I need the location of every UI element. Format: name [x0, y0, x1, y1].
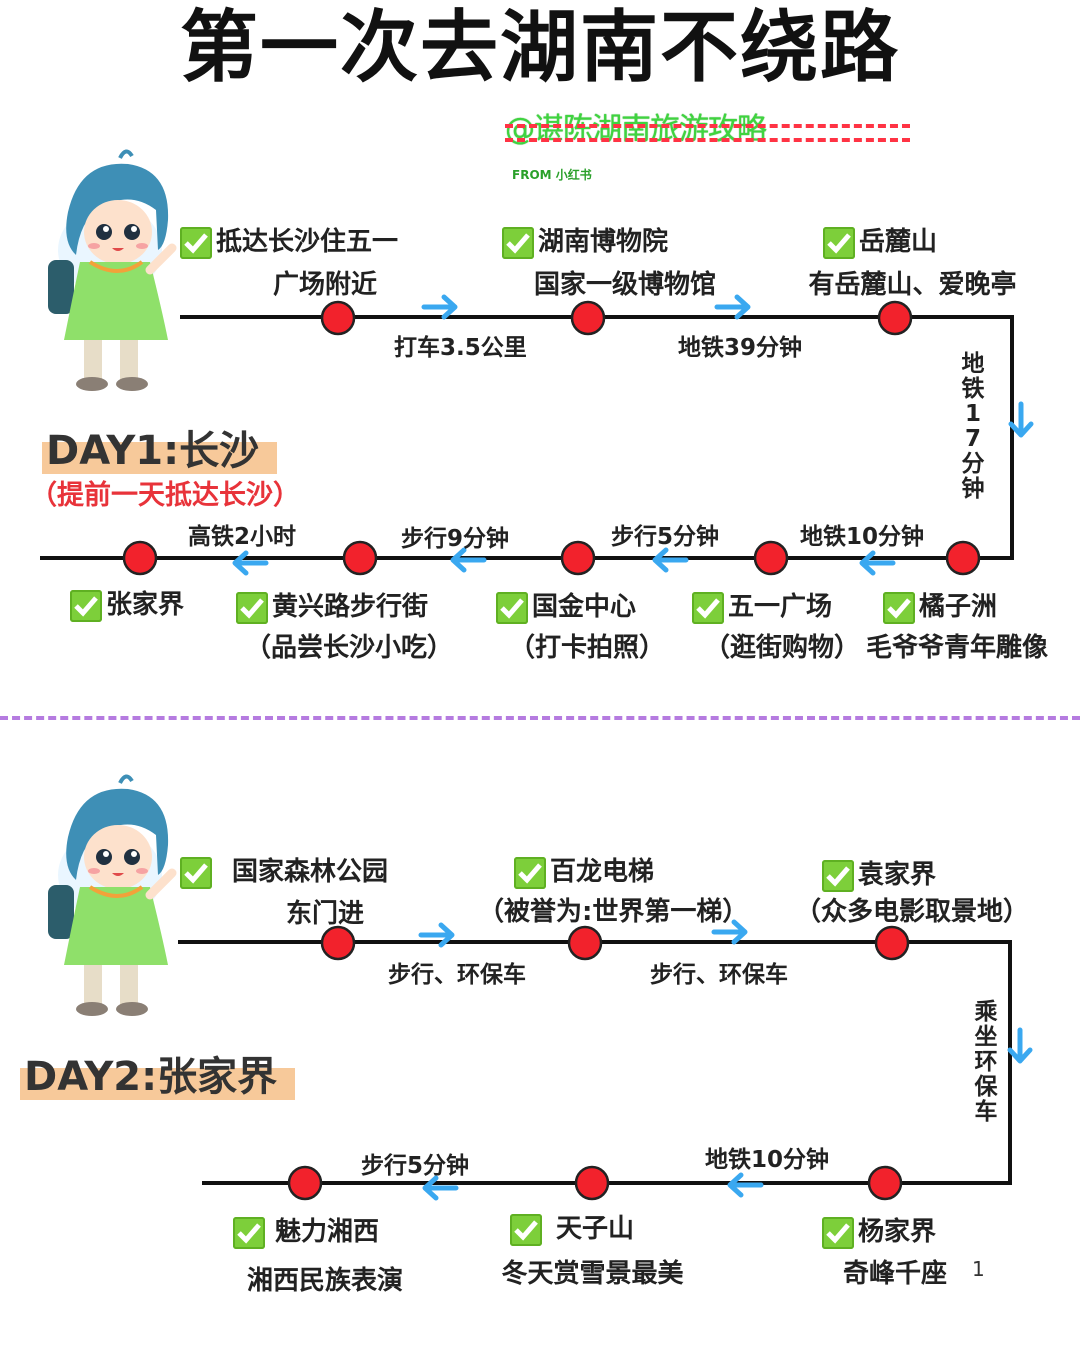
stop-day2-1: 国家森林公园: [180, 855, 388, 889]
node-day2-1: [320, 925, 356, 961]
checkbox-icon: [514, 856, 546, 889]
node-day2-4: [867, 1165, 903, 1201]
handle-strike: [505, 124, 910, 128]
checkbox-icon: [822, 1216, 854, 1249]
stop-day1-6: 国金中心: [496, 590, 636, 624]
edge-day2-2: 步行、环保车: [650, 962, 788, 988]
edge-day1-4: 地铁10分钟: [800, 524, 925, 550]
stop-day1-2: 湖南博物院: [502, 225, 668, 259]
section-divider: [0, 716, 1080, 720]
edge-day2-4: 地铁10分钟: [705, 1147, 830, 1173]
stop-day2-6-sub: 湘西民族表演: [246, 1266, 403, 1296]
girl-illustration: [48, 149, 177, 391]
arrow-left-icon: [453, 550, 484, 570]
checkbox-icon: [823, 226, 855, 259]
edge-day2-1: 步行、环保车: [388, 962, 526, 988]
arrow-left-icon: [730, 1175, 761, 1195]
node-day2-2: [567, 925, 603, 961]
node-day1-8: [122, 540, 158, 576]
node-day1-1: [320, 300, 356, 336]
checkbox-icon: [822, 859, 854, 892]
day1-note: （提前一天抵达长沙）: [30, 480, 300, 511]
checkbox-icon: [510, 1213, 542, 1246]
stop-day2-3-sub: （众多电影取景地）: [795, 897, 1030, 927]
stop-day1-3: 岳麓山: [823, 225, 937, 259]
day2-route-line: [178, 940, 1012, 1185]
stop-day1-4: 橘子洲: [883, 590, 997, 624]
day1-nodes: [122, 300, 981, 576]
stop-day1-6-sub: （打卡拍照）: [509, 633, 666, 663]
arrow-left-icon: [655, 550, 686, 570]
checkbox-icon: [180, 856, 212, 889]
edge-day2-5: 步行5分钟: [361, 1153, 470, 1179]
stop-day1-7-sub: （品尝长沙小吃）: [245, 633, 454, 663]
edge-day1-7: 高铁2小时: [188, 524, 297, 550]
node-day2-5: [574, 1165, 610, 1201]
checkbox-icon: [883, 591, 915, 624]
stop-day2-6: 魅力湘西: [233, 1215, 379, 1249]
stop-day2-5: 天子山: [510, 1212, 634, 1246]
arrow-down-icon: [1010, 1030, 1030, 1061]
node-day1-4: [945, 540, 981, 576]
day2-label: DAY2:张家界: [20, 1044, 296, 1102]
node-day1-3: [877, 300, 913, 336]
stop-day1-8: 张家界: [70, 588, 184, 622]
edge-day1-3: 地铁17分钟: [961, 351, 985, 502]
day1-label: DAY1:长沙: [42, 418, 278, 476]
page-title: 第一次去湖南不绕路: [179, 3, 900, 93]
stop-day2-1-sub: 东门进: [285, 899, 364, 929]
edge-day1-2: 地铁39分钟: [678, 335, 803, 361]
page-number: 1: [972, 1257, 985, 1281]
checkbox-icon: [70, 589, 102, 622]
stop-day2-4-sub: 奇峰千座: [842, 1259, 947, 1289]
node-day1-7: [342, 540, 378, 576]
edge-day1-5: 步行5分钟: [611, 524, 720, 550]
checkbox-icon: [692, 591, 724, 624]
source-tag: FROM 小红书: [512, 168, 592, 182]
stop-day1-1: 抵达长沙住五一: [180, 225, 398, 259]
node-day2-3: [874, 925, 910, 961]
stop-day1-5-sub: （逛街购物）: [704, 633, 861, 663]
girl-illustration: [48, 774, 177, 1016]
node-day1-6: [560, 540, 596, 576]
checkbox-icon: [236, 591, 268, 624]
stop-day1-4-sub: 毛爷爷青年雕像: [866, 633, 1049, 663]
stop-day2-2: 百龙电梯: [514, 855, 654, 889]
stop-day2-4: 杨家界: [822, 1215, 936, 1249]
checkbox-icon: [233, 1216, 265, 1249]
edge-day2-3: 乘坐环保车: [974, 999, 998, 1125]
checkbox-icon: [180, 226, 212, 259]
edge-day1-1: 打车3.5公里: [394, 335, 527, 361]
node-day1-5: [753, 540, 789, 576]
stop-day1-5: 五一广场: [692, 590, 832, 624]
stop-day1-3-sub: 有岳麓山、爱晚亭: [808, 270, 1017, 300]
edge-day1-6: 步行9分钟: [401, 526, 510, 552]
stop-day1-1-sub: 广场附近: [272, 270, 377, 300]
stop-day1-7: 黄兴路步行街: [236, 590, 428, 624]
stop-day2-2-sub: （被誉为:世界第一梯）: [478, 897, 749, 927]
node-day1-2: [570, 300, 606, 336]
checkbox-icon: [502, 226, 534, 259]
stop-day2-3: 袁家界: [822, 858, 936, 892]
day2-nodes: [287, 925, 910, 1201]
stop-day1-2-sub: 国家一级博物馆: [533, 270, 716, 300]
checkbox-icon: [496, 591, 528, 624]
handle-strike-2: [505, 138, 910, 142]
stop-day2-5-sub: 冬天赏雪景最美: [501, 1259, 684, 1289]
node-day2-6: [287, 1165, 323, 1201]
